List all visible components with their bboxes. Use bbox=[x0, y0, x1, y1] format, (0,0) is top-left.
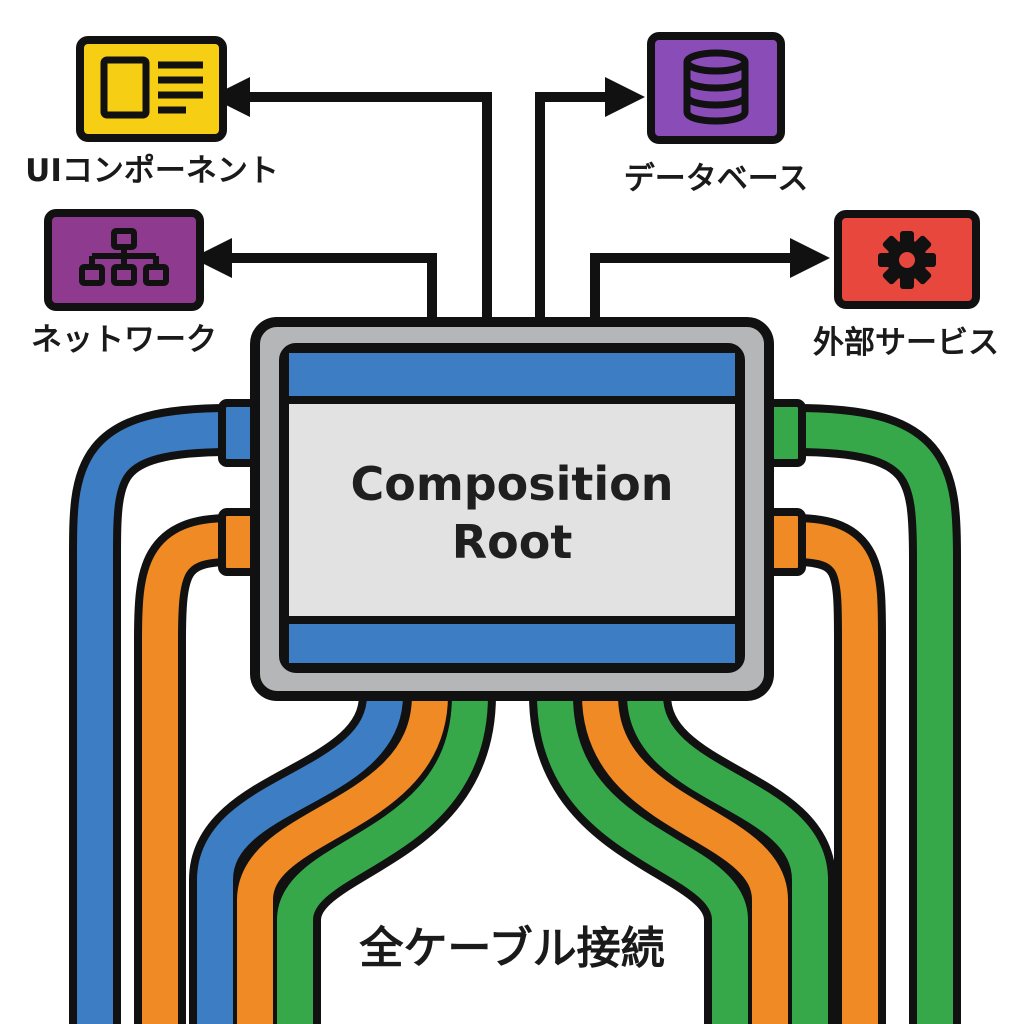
node-ui bbox=[76, 36, 227, 142]
document-icon bbox=[100, 56, 203, 119]
root-title-line-1: Composition bbox=[350, 457, 674, 511]
node-network bbox=[44, 209, 204, 311]
node-external bbox=[834, 210, 980, 309]
bottom-caption: 全ケーブル接続 bbox=[359, 923, 665, 974]
node-database bbox=[647, 32, 785, 144]
arrow-to-external bbox=[590, 238, 830, 320]
composition-root-box bbox=[250, 317, 774, 701]
arrow-to-database bbox=[535, 77, 645, 320]
database-icon bbox=[683, 49, 749, 125]
arrow-to-network bbox=[192, 238, 437, 320]
node-label-external: 外部サービス bbox=[813, 325, 999, 361]
root-top-stripe bbox=[289, 353, 735, 397]
gear-icon bbox=[878, 231, 936, 289]
root-title-line-2: Root bbox=[451, 515, 573, 569]
network-tree-icon bbox=[79, 228, 169, 286]
arrow-to-ui bbox=[210, 77, 492, 320]
node-label-ui: UIコンポーネント bbox=[25, 153, 279, 189]
node-label-database: データベース bbox=[623, 161, 809, 197]
root-bottom-stripe bbox=[289, 622, 735, 663]
node-label-network: ネットワーク bbox=[31, 322, 217, 358]
composition-root-title: Composition Root bbox=[292, 455, 732, 571]
cable-bundle bbox=[69, 404, 961, 1024]
